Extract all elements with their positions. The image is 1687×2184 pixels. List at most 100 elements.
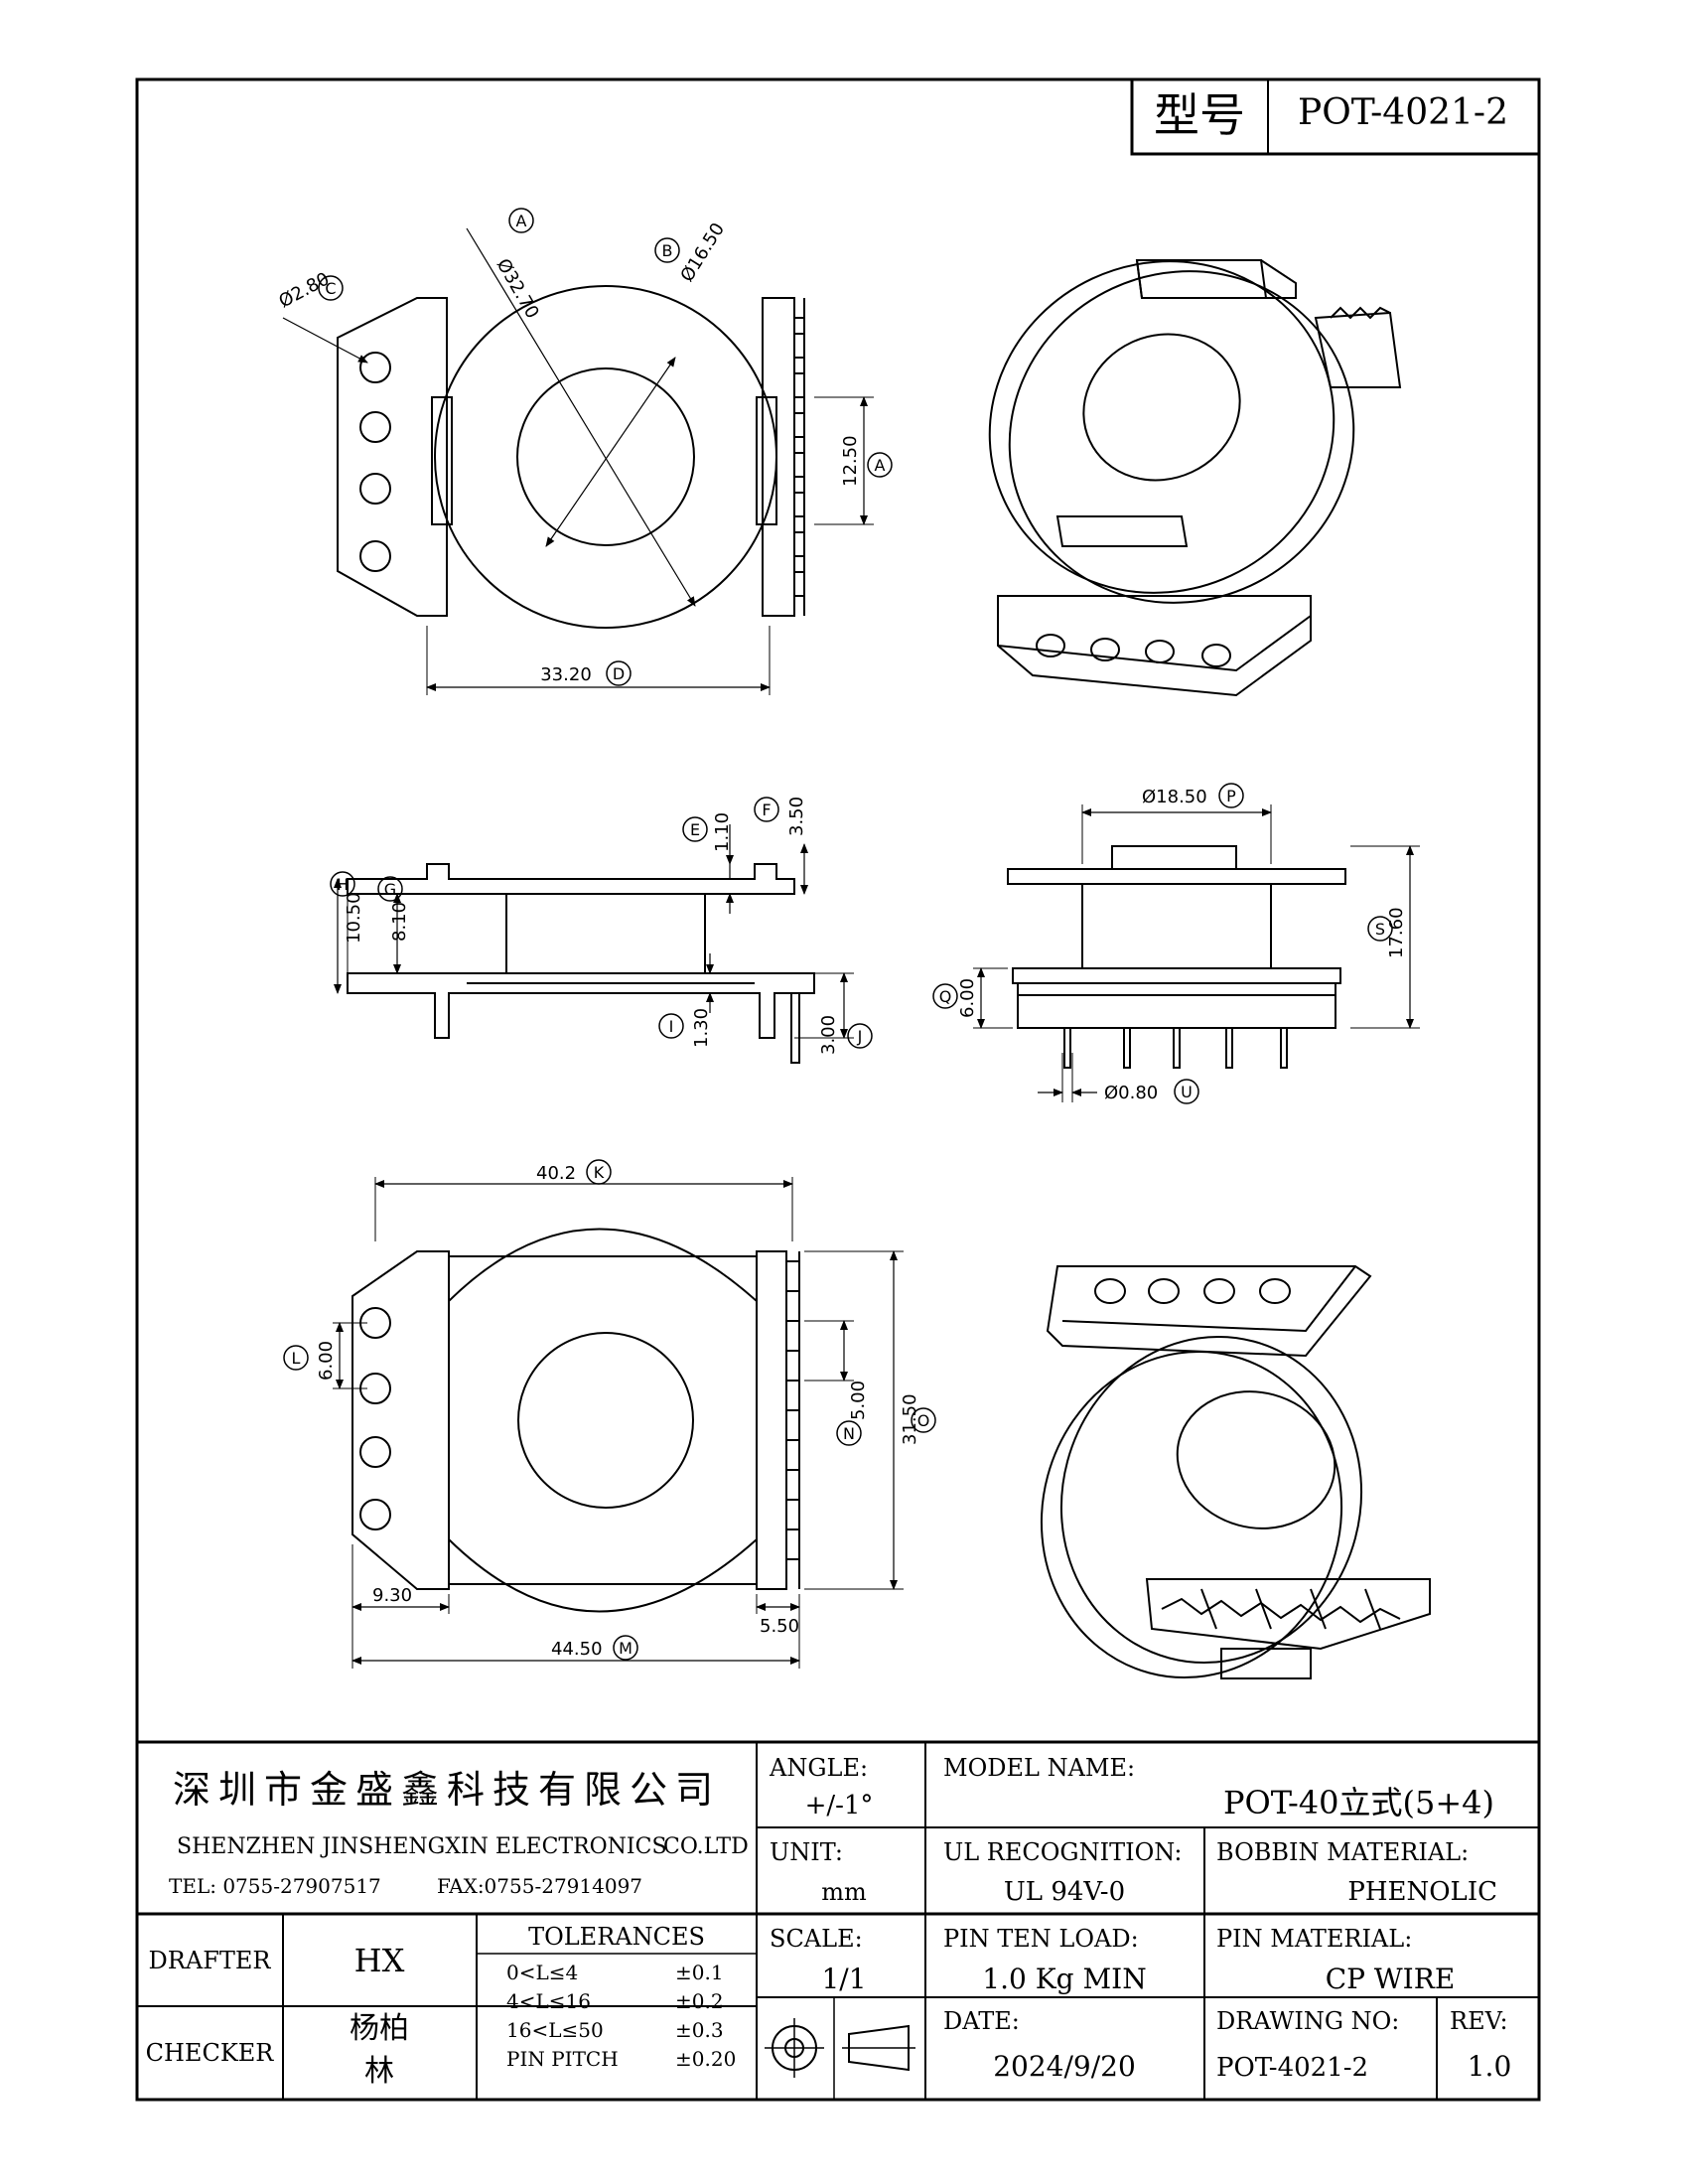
date-value: 2024/9/20 bbox=[993, 2050, 1136, 2083]
dim-d-value: 33.20 bbox=[540, 664, 592, 685]
tolerance-range-1: 0<L≤4 bbox=[506, 1961, 578, 1984]
dim-g-tag: G bbox=[384, 880, 396, 899]
pin-load-value: 1.0 Kg MIN bbox=[982, 1963, 1146, 1995]
dim-c-tag: C bbox=[325, 279, 336, 298]
tolerance-range-4: PIN PITCH bbox=[506, 2047, 619, 2071]
bottom-view bbox=[333, 1177, 904, 1669]
tolerance-value-3: ±0.3 bbox=[675, 2018, 724, 2042]
company-tel: TEL: 0755-27907517 bbox=[169, 1874, 381, 1898]
dim-f-tag: F bbox=[762, 801, 771, 819]
scale-label: SCALE: bbox=[770, 1925, 863, 1953]
dim-q-tag: Q bbox=[939, 987, 952, 1006]
angle-value: +/-1° bbox=[805, 1791, 874, 1820]
dim-u-value: Ø0.80 bbox=[1104, 1083, 1158, 1103]
isometric-view-upper bbox=[988, 259, 1402, 697]
dim-a2-value: 12.50 bbox=[840, 435, 861, 487]
dim-s-tag: S bbox=[1375, 920, 1385, 939]
dim-f-value: 3.50 bbox=[786, 797, 807, 836]
dim-i-value: 1.30 bbox=[691, 1008, 712, 1048]
dim-m-value: 44.50 bbox=[551, 1639, 603, 1660]
tolerances-label: TOLERANCES bbox=[528, 1923, 705, 1951]
dim-g-value: 8.10 bbox=[389, 902, 410, 942]
dim-h-tag: H bbox=[337, 875, 349, 894]
dim-p-tag: P bbox=[1226, 787, 1236, 805]
pin-load-label: PIN TEN LOAD: bbox=[943, 1925, 1139, 1953]
pin-material-label: PIN MATERIAL: bbox=[1216, 1925, 1412, 1953]
drawing-no-label: DRAWING NO: bbox=[1216, 2007, 1399, 2035]
front-view bbox=[973, 804, 1420, 1102]
date-label: DATE: bbox=[943, 2007, 1020, 2035]
title-block: 深圳市金盛鑫科技有限公司 SHENZHEN JINSHENGXIN ELECTR… bbox=[137, 1740, 1539, 2100]
pin-hole bbox=[359, 473, 391, 505]
dim-x-value: 5.50 bbox=[760, 1616, 799, 1637]
dim-e-value: 1.10 bbox=[712, 812, 733, 852]
unit-value: mm bbox=[821, 1878, 867, 1906]
ul-label: UL RECOGNITION: bbox=[943, 1838, 1182, 1866]
dim-j-value: 3.00 bbox=[818, 1015, 839, 1055]
sheet-border bbox=[135, 77, 1541, 2102]
ul-value: UL 94V-0 bbox=[1004, 1877, 1125, 1907]
dim-h-value: 10.50 bbox=[344, 892, 364, 944]
dim-n-tag: N bbox=[843, 1424, 855, 1443]
tolerance-range-2: 4<L≤16 bbox=[506, 1989, 591, 2013]
unit-label: UNIT: bbox=[770, 1838, 843, 1866]
pin-hole bbox=[359, 411, 391, 443]
dim-b-value: Ø16.50 bbox=[676, 219, 729, 286]
pin-material-value: CP WIRE bbox=[1326, 1963, 1456, 1995]
dim-l-value: 6.00 bbox=[316, 1341, 337, 1381]
isometric-view-lower bbox=[1040, 1265, 1431, 1679]
projection-symbol-icon bbox=[765, 2018, 915, 2078]
tolerance-value-1: ±0.1 bbox=[675, 1961, 724, 1984]
rev-label: REV: bbox=[1450, 2007, 1508, 2035]
core-hole bbox=[516, 367, 695, 546]
dim-b-tag: B bbox=[662, 241, 673, 260]
pin-hole bbox=[359, 540, 391, 572]
drawing-no-value: POT-4021-2 bbox=[1216, 2053, 1368, 2083]
checker-name-line1: 杨柏 bbox=[350, 2011, 409, 2046]
bottom-view-labels: 40.2 K 6.00 L 5.00 N 31.50 O 9.30 5.50 4… bbox=[283, 1159, 936, 1661]
model-number: POT-4021-2 bbox=[1298, 92, 1508, 133]
tolerance-range-3: 16<L≤50 bbox=[506, 2018, 604, 2042]
model-name-label: MODEL NAME: bbox=[943, 1754, 1135, 1782]
dim-q-value: 6.00 bbox=[957, 978, 978, 1018]
dim-o-value: 31.50 bbox=[900, 1393, 920, 1445]
dim-s-value: 17.60 bbox=[1386, 907, 1407, 958]
company-name-en: SHENZHEN JINSHENGXIN ELECTRONICS bbox=[177, 1834, 667, 1859]
dim-u-tag: U bbox=[1181, 1083, 1193, 1101]
top-view bbox=[282, 227, 874, 695]
company-suffix: CO.LTD bbox=[663, 1834, 749, 1859]
dim-k-tag: K bbox=[594, 1163, 605, 1182]
dim-a2-tag: A bbox=[875, 456, 886, 475]
dim-d-tag: D bbox=[613, 664, 625, 683]
dim-a-tag: A bbox=[516, 212, 527, 230]
scale-value: 1/1 bbox=[821, 1963, 866, 1995]
drafter-label: DRAFTER bbox=[149, 1947, 272, 1974]
angle-label: ANGLE: bbox=[769, 1754, 868, 1782]
dim-e-tag: E bbox=[690, 820, 700, 839]
dim-w-value: 9.30 bbox=[372, 1585, 412, 1606]
dim-k-value: 40.2 bbox=[536, 1163, 576, 1184]
dim-n-value: 5.00 bbox=[848, 1381, 869, 1420]
dim-o-tag: O bbox=[917, 1411, 930, 1430]
dim-i-tag: I bbox=[669, 1017, 674, 1036]
model-box: 型号 POT-4021-2 bbox=[1130, 77, 1541, 156]
dim-j-tag: J bbox=[857, 1027, 863, 1046]
bobbin-material-value: PHENOLIC bbox=[1347, 1877, 1497, 1907]
company-fax: FAX:0755-27914097 bbox=[437, 1874, 642, 1898]
dim-p-value: Ø18.50 bbox=[1142, 787, 1207, 807]
top-view-labels: Ø32.70 A Ø16.50 B Ø2.80 C 12.50 A 33.20 … bbox=[275, 208, 893, 686]
tolerance-value-2: ±0.2 bbox=[675, 1989, 724, 2013]
rev-value: 1.0 bbox=[1468, 2050, 1512, 2083]
pin-hole bbox=[359, 352, 391, 383]
drafter-value: HX bbox=[354, 1942, 405, 1979]
front-view-labels: Ø18.50 P 17.60 S 6.00 Q Ø0.80 U bbox=[932, 783, 1407, 1104]
side-view-labels: 1.10 E 3.50 F 10.50 H 8.10 G 1.30 I 3.00… bbox=[330, 797, 873, 1055]
dim-m-tag: M bbox=[619, 1639, 633, 1658]
tolerance-value-4: ±0.20 bbox=[675, 2047, 736, 2071]
checker-label: CHECKER bbox=[146, 2039, 275, 2067]
checker-name-line2: 林 bbox=[364, 2054, 394, 2089]
company-name-cn: 深圳市金盛鑫科技有限公司 bbox=[173, 1768, 721, 1812]
model-label: 型号 bbox=[1154, 88, 1245, 142]
bobbin-material-label: BOBBIN MATERIAL: bbox=[1216, 1838, 1469, 1866]
